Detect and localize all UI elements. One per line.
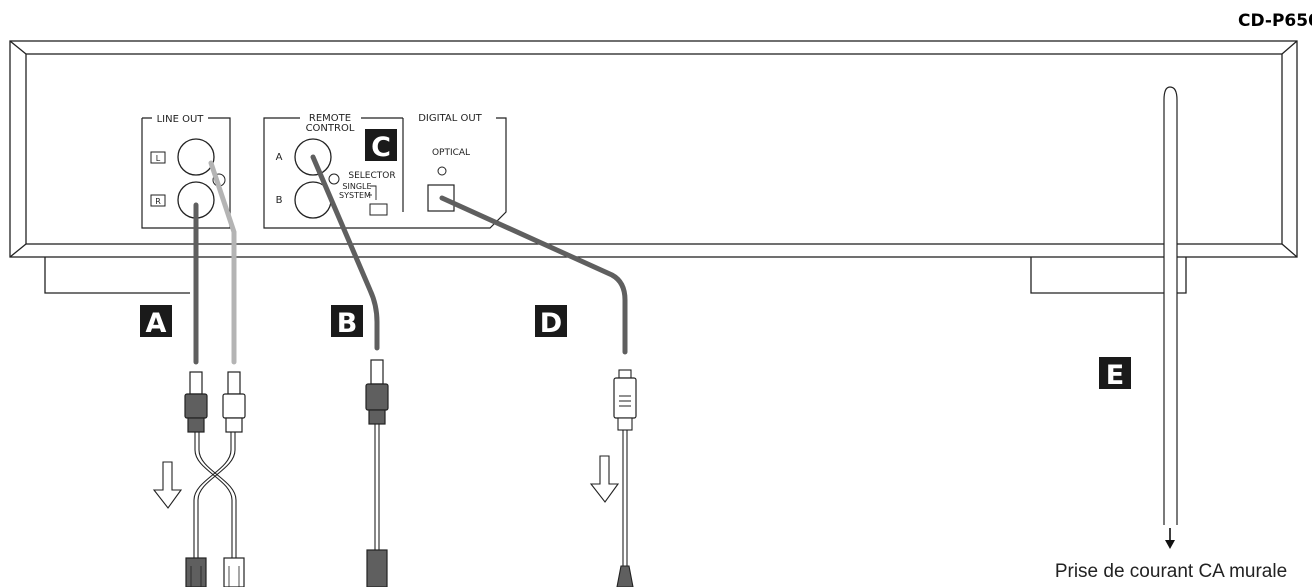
cable-d-wire — [439, 195, 628, 355]
remote-a-label: A — [276, 152, 283, 163]
line-out-l-jack[interactable] — [177, 138, 215, 176]
rca-plug-white — [222, 393, 246, 419]
jack-l-label: L — [156, 154, 161, 163]
remote-digital-panel: REMOTE CONTROL DIGITAL OUT A B SELECTOR … — [263, 113, 507, 229]
optical-plug-bottom — [616, 565, 634, 587]
system-label: SYSTEM — [339, 191, 371, 200]
cable-a-white-wire — [208, 160, 237, 365]
badge-a: A — [140, 305, 172, 339]
badge-b: B — [331, 305, 363, 339]
badge-b-label: B — [337, 308, 358, 339]
rca-plug-red — [184, 393, 208, 419]
remote-plug-bottom — [366, 549, 388, 587]
foot-left — [44, 257, 190, 294]
jack-r-label: R — [155, 197, 161, 206]
line-out-panel: LINE OUT L R — [141, 114, 231, 229]
badge-e-label: E — [1106, 360, 1124, 391]
optical-plug — [613, 377, 637, 419]
selector-switch[interactable] — [369, 203, 388, 216]
badge-c: C — [365, 129, 397, 163]
badge-e: E — [1099, 357, 1131, 391]
cable-b-wire — [310, 154, 380, 351]
foot-right — [1030, 257, 1187, 294]
single-label: SINGLE — [342, 182, 371, 191]
arrow-down-icon — [152, 461, 183, 509]
cable-b[interactable] — [310, 154, 389, 587]
power-arrow-icon — [1165, 528, 1175, 549]
remote-control-label-1: REMOTE — [309, 113, 351, 124]
optical-label: OPTICAL — [432, 148, 470, 158]
cable-a[interactable] — [184, 160, 246, 587]
power-cord[interactable] — [1163, 86, 1178, 525]
rca-plug-white-bottom — [223, 557, 245, 587]
remote-control-label-2: CONTROL — [306, 123, 355, 134]
feet — [44, 257, 1187, 294]
chassis — [9, 40, 1298, 258]
cable-d[interactable] — [439, 195, 637, 587]
power-caption: Prise de courant CA murale — [1055, 561, 1287, 582]
badge-d: D — [535, 305, 567, 339]
remote-indicator — [328, 173, 340, 185]
power-cord-wire — [1163, 86, 1178, 525]
selector-label: SELECTOR — [348, 171, 395, 181]
model-name: CD-P650 — [1238, 11, 1312, 31]
remote-b-label: B — [276, 195, 283, 206]
rca-plug-red-bottom — [185, 557, 207, 587]
chassis-inner — [25, 53, 1283, 245]
line-out-label: LINE OUT — [157, 114, 205, 125]
optical-indicator — [437, 166, 447, 176]
arrow-down-icon — [589, 455, 620, 503]
badge-d-label: D — [540, 308, 562, 339]
badge-a-label: A — [146, 308, 167, 339]
digital-out-label: DIGITAL OUT — [418, 113, 482, 124]
badge-c-label: C — [371, 132, 391, 163]
remote-plug — [365, 383, 389, 411]
chassis-outer — [9, 40, 1298, 258]
